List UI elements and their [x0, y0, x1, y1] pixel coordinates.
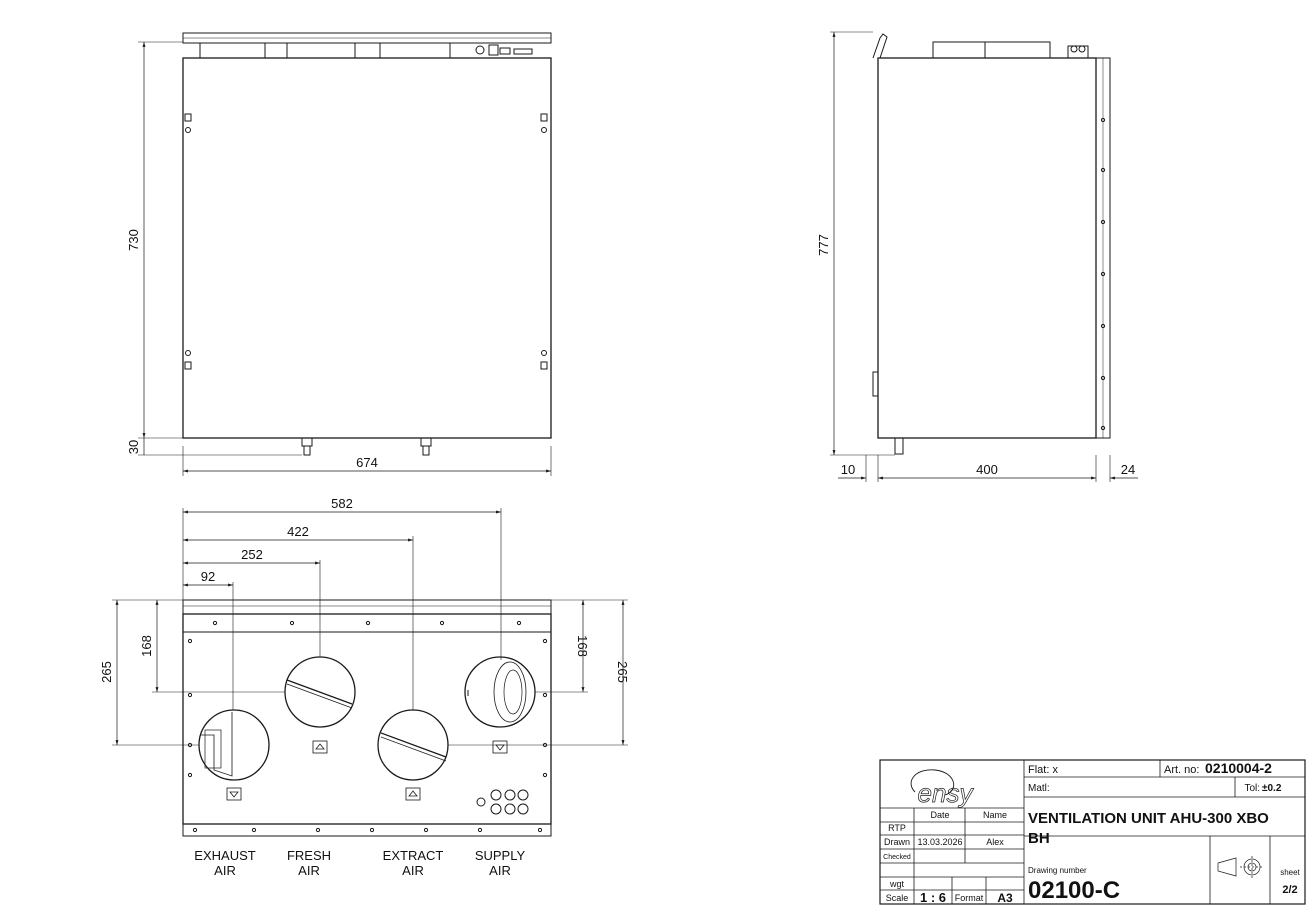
port-label-supply: SUPPLY	[475, 848, 526, 863]
front-top-box-1	[199, 42, 266, 59]
port-label-fresh: FRESH	[287, 848, 331, 863]
tb-art-no-value: 0210004-2	[1205, 760, 1272, 776]
side-pipe	[894, 437, 904, 455]
side-small-box	[872, 371, 879, 397]
tb-tol-value: ±0.2	[1262, 783, 1282, 794]
dim-top-422: 422	[287, 524, 309, 539]
port-label-extract: EXTRACT	[383, 848, 444, 863]
side-flange-bolts	[1100, 117, 1106, 431]
dim-top-left-168: 168	[139, 635, 154, 657]
tb-sheet-value: 2/2	[1282, 884, 1297, 896]
top-rear-strip	[182, 599, 552, 615]
title-block	[879, 759, 1306, 905]
tb-format-value: A3	[997, 891, 1013, 905]
front-cable-glands	[475, 44, 533, 56]
dim-front-foot: 30	[126, 440, 141, 454]
tb-art-no-label: Art. no:	[1164, 764, 1199, 776]
projection-symbol-icon	[1217, 856, 1264, 878]
top-front-strip	[182, 823, 552, 837]
tb-tol-label: Tol:	[1244, 783, 1260, 794]
top-body	[182, 613, 552, 825]
tb-flat: Flat: x	[1028, 764, 1058, 776]
dim-top-92: 92	[201, 569, 215, 584]
side-view	[830, 31, 1138, 482]
tb-row-checked: Checked	[883, 854, 911, 861]
port-label-fresh-2: AIR	[298, 863, 320, 878]
side-top-box-1	[932, 41, 986, 59]
front-panel	[182, 57, 552, 439]
tb-drawing-number: 02100-C	[1028, 877, 1120, 904]
tb-row-rtp: RTP	[888, 823, 906, 833]
tb-row-wgt: wgt	[889, 879, 905, 889]
dim-top-left-265: 265	[99, 661, 114, 683]
port-supply	[464, 656, 536, 728]
port-extract	[377, 709, 449, 781]
port-label-exhaust: EXHAUST	[194, 848, 255, 863]
electrical-connectors	[476, 789, 529, 815]
tb-row-drawn: Drawn	[884, 837, 910, 847]
port-label-extract-2: AIR	[402, 863, 424, 878]
tb-row-scale: Scale	[886, 893, 909, 903]
side-cable-glands	[1067, 45, 1089, 59]
front-top-box-2	[286, 42, 356, 59]
dim-top-right-265: 265	[615, 661, 630, 683]
tb-col-name: Name	[983, 810, 1007, 820]
tb-title-line1: VENTILATION UNIT AHU-300 XBO	[1028, 810, 1269, 827]
tb-col-date: Date	[930, 810, 949, 820]
top-rivets	[187, 620, 548, 833]
front-condensate-pipes	[301, 437, 432, 456]
front-panel-hardware	[184, 113, 548, 370]
dim-top-right-168: 168	[575, 635, 590, 657]
front-view	[138, 32, 552, 476]
tb-drawing-number-label: Drawing number	[1028, 866, 1087, 875]
side-hook	[872, 33, 888, 59]
tb-drawn-name: Alex	[986, 837, 1004, 847]
tb-sheet-label: sheet	[1280, 868, 1300, 877]
dim-side-height: 777	[816, 234, 831, 256]
port-label-exhaust-2: AIR	[214, 863, 236, 878]
tb-matl: Matl:	[1028, 783, 1050, 794]
tb-format-label: Format	[955, 893, 984, 903]
tb-title-line2: BH	[1028, 830, 1050, 847]
side-top-box-2	[984, 41, 1051, 59]
dim-front-width: 674	[356, 455, 378, 470]
front-top-box-3	[379, 42, 451, 59]
dim-side-left: 10	[841, 462, 855, 477]
dim-side-right: 24	[1121, 462, 1135, 477]
port-fresh	[284, 656, 356, 728]
port-label-supply-2: AIR	[489, 863, 511, 878]
dim-side-depth: 400	[976, 462, 998, 477]
ensy-logo: ensy	[918, 778, 975, 808]
top-view	[112, 508, 628, 837]
port-exhaust	[198, 709, 270, 781]
side-body	[877, 57, 1097, 439]
tb-drawn-date: 13.03.2026	[917, 837, 962, 847]
tb-scale-value: 1 : 6	[920, 890, 946, 905]
dim-top-582: 582	[331, 496, 353, 511]
dim-top-252: 252	[241, 547, 263, 562]
dim-front-height: 730	[126, 229, 141, 251]
